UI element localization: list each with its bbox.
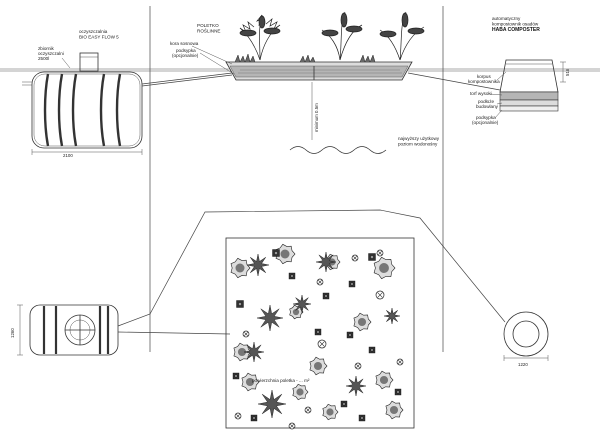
shrub-symbol: [353, 312, 372, 332]
perennial-symbol: [292, 294, 312, 314]
perennial-symbol: [256, 304, 284, 332]
label-composter-2: kompostownik osadów: [492, 22, 539, 27]
sedge-symbol: [316, 278, 324, 286]
grass-symbol: [322, 292, 330, 300]
shrub-symbol: [373, 256, 396, 280]
treatment-plant-elevation: [22, 52, 143, 155]
label-plant-bed-area: powierzchnia poletka - ... m²: [252, 378, 310, 383]
label-groundwater-2: poziom wodonośny: [398, 142, 438, 147]
label-bedding: podsypka: [176, 48, 196, 53]
sedge-symbol: [351, 254, 359, 262]
shrub-symbol: [309, 356, 328, 376]
shrub-symbol: [322, 403, 339, 421]
shrub-symbol: [230, 257, 251, 279]
label-plant-bed-1: POLETKO: [197, 23, 219, 28]
sedge-symbol: [288, 422, 296, 430]
label-treatment-plant-1: oczyszczalnia: [79, 29, 108, 34]
grass-symbol: [272, 249, 280, 257]
dimension-1260: 1260: [10, 328, 15, 338]
perennial-symbol: [246, 253, 270, 277]
label-composter-bedding-1: podsypka: [476, 115, 496, 120]
perennial-symbol: [243, 341, 265, 363]
composter-plan: [503, 311, 549, 361]
label-peat: torf wysoki: [470, 91, 492, 96]
dimension-1220: 1220: [518, 362, 528, 367]
dimension-min-depth: minimum 0.5m: [314, 103, 319, 132]
label-pine-bark: kora sosnowa: [170, 41, 199, 46]
leader-pine-bark: [191, 45, 233, 65]
label-plant-bed-2: ROŚLINNE: [197, 27, 221, 34]
label-groundwater-1: najwyższy użytkowy: [398, 136, 440, 141]
label-composter-body-1: korpus: [477, 74, 491, 79]
grass-symbol: [368, 253, 376, 261]
sedge-symbol: [234, 412, 242, 420]
perennial-symbol: [383, 307, 401, 325]
plant-bed-plan: [225, 237, 415, 429]
grass-symbol: [288, 272, 296, 280]
grass-symbol: [236, 300, 244, 308]
label-tank-3: 2500l: [38, 56, 49, 61]
grass-symbol: [394, 388, 402, 396]
label-tank-2: oczyszczalni: [38, 51, 64, 56]
shrub-symbol: [233, 342, 252, 362]
plant-bed-elevation: [225, 61, 413, 81]
outflow-pipe: [141, 72, 233, 85]
sedge-symbol: [304, 406, 312, 414]
sedge-symbol: [354, 362, 362, 370]
grass-symbol: [346, 331, 354, 339]
perennial-symbol: [345, 375, 367, 397]
label-composter-1: automatyczny: [492, 16, 521, 21]
shrub-symbol: [292, 383, 309, 401]
dimension-516: 516: [565, 68, 570, 76]
label-substrate-1: podłoże: [478, 99, 495, 104]
grass-symbol: [348, 280, 356, 288]
label-composter-3: HABA COMPOSTER: [492, 27, 540, 33]
label-composter-bedding-2: (opcjonalnie): [472, 120, 499, 125]
label-treatment-plant-2: BIO EASY FLOW 5: [79, 35, 119, 40]
shrub-symbol: [241, 372, 260, 392]
perennial-symbol: [315, 251, 337, 273]
plan-pipe-loop: [117, 209, 506, 327]
label-composter-body-2: kompostownika: [468, 79, 500, 84]
grass-symbol: [358, 414, 366, 422]
sedge-symbol: [242, 330, 250, 338]
groundwater-wave: [289, 146, 387, 154]
composter-feed-pipe: [407, 72, 501, 91]
dimension-2100: 2100: [63, 153, 73, 158]
composter-leaders: [489, 71, 507, 119]
shrub-symbol: [275, 243, 296, 265]
label-bedding-optional: (opcjonalnie): [172, 53, 199, 58]
grass-symbol: [368, 346, 376, 354]
grass-symbol: [340, 400, 348, 408]
label-tank-1: zbiornik: [38, 46, 55, 51]
plants: [234, 11, 425, 63]
sedge-symbol: [317, 339, 327, 349]
treatment-tank-plan: [17, 304, 119, 356]
outflow-pipe-2: [141, 74, 233, 87]
shrub-symbol: [385, 400, 404, 420]
perennial-symbol: [257, 389, 287, 419]
leader-bedding: [199, 52, 235, 75]
grass-symbol: [250, 414, 258, 422]
sedge-symbol: [375, 290, 385, 300]
sedge-symbol: [376, 249, 384, 257]
plan-pipe-to-bed: [117, 331, 231, 335]
grass-symbol: [314, 328, 322, 336]
shrub-symbol: [375, 370, 394, 390]
sedge-symbol: [396, 358, 404, 366]
shrub-symbol: [289, 304, 304, 320]
label-substrate-2: budowlany: [476, 104, 499, 109]
plan-vegetation: [230, 243, 404, 430]
composter-elevation: [499, 59, 566, 112]
grass-symbol: [232, 372, 240, 380]
